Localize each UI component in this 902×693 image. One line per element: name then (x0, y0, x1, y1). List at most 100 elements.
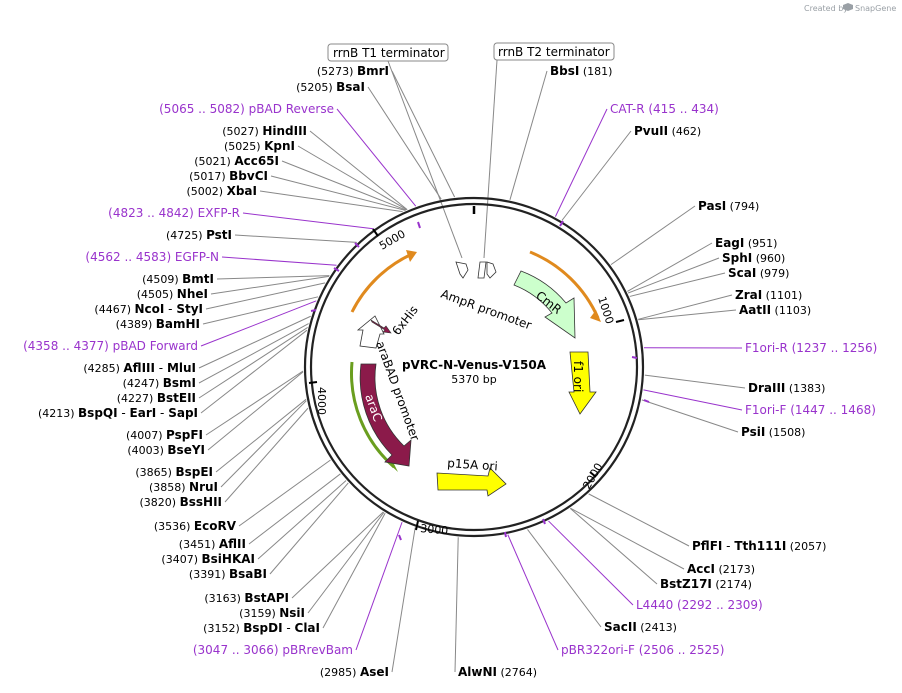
leader-acci (570, 507, 685, 570)
site-label-bstapi: (3163) BstAPI (204, 591, 289, 605)
leader-ecorv (238, 459, 331, 527)
site-label-bamhi: (4389) BamHI (116, 317, 200, 331)
site-label-nhei: (4505) NheI (137, 287, 208, 301)
leader-l4440 (548, 520, 634, 606)
site-label-bsai: (5205) BsaI (296, 80, 365, 94)
site-label-bsmi: (4247) BsmI (123, 376, 196, 390)
leader-bbsi (509, 70, 548, 200)
leader-rrnb-t1 (387, 60, 463, 259)
leader-psii (641, 399, 739, 433)
site-label-bsihkai: (3407) BsiHKAI (161, 552, 255, 566)
leader-bstapi (291, 511, 384, 599)
leader-scai (629, 272, 726, 297)
leader-pspfi (205, 370, 304, 436)
site-label-cat-r: CAT-R (415 .. 434) (610, 102, 719, 116)
6xhis-feature (370, 319, 392, 334)
leader-kpni (297, 145, 408, 211)
site-label-aflii: (3451) AflII (179, 537, 246, 551)
enzyme-label-bspei: (3865) BspEI (135, 465, 213, 479)
site-label-hindiii: (5027) HindIII (222, 124, 307, 138)
leader-hindiii (309, 130, 408, 210)
site-label-sphi: SphI (960) (722, 251, 785, 265)
site-label-pbr322ori-f: pBR322ori-F (2506 .. 2525) (561, 643, 724, 657)
site-label-egfp-n: (4562 .. 4583) EGFP-N (85, 250, 219, 264)
primer-label-exfp-r: (4823 .. 4842) EXFP-R (108, 206, 240, 220)
enzyme-label-aflii: (3451) AflII (179, 537, 246, 551)
site-label-bseyi: (4003) BseYI (127, 443, 205, 457)
tick-4000-mark (308, 381, 318, 384)
enzyme-label-bamhi: (4389) BamHI (116, 317, 200, 331)
enzyme-label-pflfi: PflFI - Tth111I (2057) (692, 539, 826, 553)
leader-bsshii (224, 407, 309, 503)
enzyme-label-sacii: SacII (2413) (604, 620, 677, 634)
primer-label-pbr322ori-f: pBR322ori-F (2506 .. 2525) (561, 643, 724, 657)
boxed-labels: rrnB T1 terminator rrnB T2 terminator (327, 42, 615, 62)
enzyme-label-bsteii: (4227) BstEII (117, 391, 196, 405)
ampr-promoter-label: AmpR promoter (439, 287, 533, 333)
credit-prefix: Created by (804, 4, 848, 13)
site-label-eagi: EagI (951) (715, 236, 777, 250)
right-site-labels: BbsI (181) CAT-R (415 .. 434) PvuII (462) P… (458, 64, 877, 679)
leader-bseyi (207, 371, 304, 451)
cmr-feature (513, 270, 576, 339)
site-label-pflfi: PflFI - Tth111I (2057) (692, 539, 826, 553)
left-site-labels: (5273) BmrI(5205) BsaI(5065 .. 5082) pBA… (23, 64, 389, 679)
site-label-l4440: L4440 (2292 .. 2309) (636, 598, 763, 612)
primer-marks (310, 220, 650, 541)
site-label-ecorv: (3536) EcoRV (154, 519, 237, 533)
leader-afliii (198, 315, 311, 369)
rrnb-t2-arrow (486, 261, 497, 279)
leader-pbad-reverse (336, 108, 417, 207)
rrnb-t1-label: rrnB T1 terminator (333, 46, 445, 60)
enzyme-label-kpni: (5025) KpnI (224, 139, 295, 153)
leader-bbvci (270, 175, 406, 211)
leader-eagi (627, 242, 713, 292)
site-label-pvuii: PvuII (462) (634, 124, 701, 138)
leader-bmri (391, 70, 456, 198)
leader-bspei (215, 398, 307, 473)
enzyme-label-bsmi: (4247) BsmI (123, 376, 196, 390)
enzyme-label-pasi: PasI (794) (698, 199, 759, 213)
enzyme-label-bsai: (5205) BsaI (296, 80, 365, 94)
leader-pbrrevbam (355, 521, 403, 651)
backbone-outer-ring (303, 196, 645, 538)
site-label-sacii: SacII (2413) (604, 620, 677, 634)
enzyme-label-psti: (4725) PstI (166, 228, 232, 242)
primer-label-f1ori-r: F1ori-R (1237 .. 1256) (745, 341, 877, 355)
credit-brand: SnapGene (855, 4, 896, 13)
arac-feature (359, 363, 412, 467)
site-label-exfp-r: (4823 .. 4842) EXFP-R (108, 206, 240, 220)
site-label-pbrrevbam: (3047 .. 3066) pBRrevBam (193, 643, 353, 657)
tick-1000-mark (615, 319, 625, 323)
leader-bstz17i (569, 507, 658, 585)
gene-arrowhead-right (590, 310, 601, 322)
gene-arrow-right (529, 250, 600, 319)
enzyme-label-bsshii: (3820) BssHII (140, 495, 222, 509)
leader-lines (198, 59, 746, 673)
leader-bmti (216, 275, 330, 280)
primer-label-pbrrevbam: (3047 .. 3066) pBRrevBam (193, 643, 353, 657)
site-label-pasi: PasI (794) (698, 199, 759, 213)
leader-zrai (638, 294, 733, 320)
site-label-bbsi: BbsI (181) (550, 64, 612, 78)
site-label-afliii: (4285) AflIII - MluI (83, 361, 196, 375)
site-label-bmti: (4509) BmtI (142, 272, 214, 286)
plasmid-length: 5370 bp (451, 373, 496, 386)
site-label-ncoi: (4467) NcoI - StyI (94, 302, 203, 316)
leader-bsteii (198, 327, 308, 399)
enzyme-label-eagi: EagI (951) (715, 236, 777, 250)
leader-bspqi (200, 329, 308, 414)
primer-label-egfp-n: (4562 .. 4583) EGFP-N (85, 250, 219, 264)
enzyme-label-xbai: (5002) XbaI (187, 184, 257, 198)
leader-draiii (644, 374, 746, 389)
leader-acc65i (281, 160, 407, 211)
enzyme-label-bspdi: (3152) BspDI - ClaI (203, 621, 320, 635)
site-label-nrui: (3858) NruI (149, 480, 218, 494)
site-label-xbai: (5002) XbaI (187, 184, 257, 198)
site-label-bbvci: (5017) BbvCI (189, 169, 268, 183)
p15a-ori-label: p15A ori (447, 456, 498, 473)
f1-ori-label: f1 ori (571, 361, 585, 392)
enzyme-label-bmri: (5273) BmrI (317, 64, 389, 78)
tick-3000: 3000 (420, 522, 449, 537)
